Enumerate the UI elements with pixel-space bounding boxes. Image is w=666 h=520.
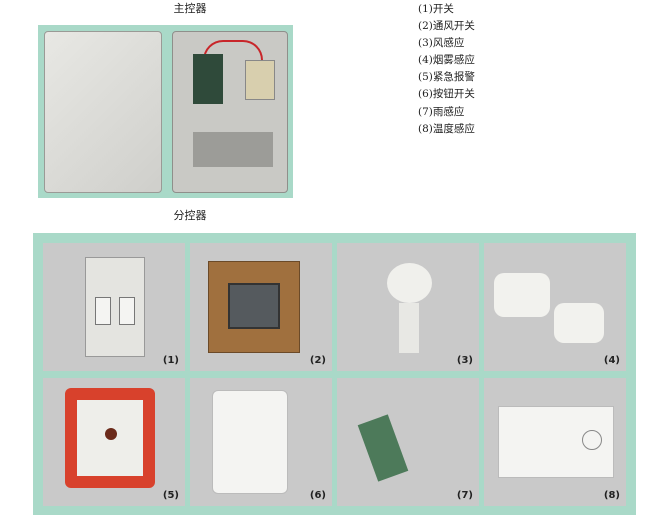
- sub-controller-panel: (1) (2) (3) (4) (5) (6) (7) (8): [33, 233, 636, 515]
- legend-item: (7)雨感应: [418, 105, 465, 118]
- main-controller-caption: 主控器: [173, 2, 207, 15]
- cell-label: (7): [456, 490, 473, 501]
- legend-list: (1)开关 (2)通风开关 (3)风感应 (4)烟雾感应 (5)紧急报警 (6)…: [418, 1, 475, 138]
- cell-label: (8): [603, 490, 620, 501]
- device-emergency-alarm: (5): [43, 378, 185, 506]
- legend-item: (8)温度感应: [418, 122, 475, 135]
- legend-item: (6)按钮开关: [418, 88, 475, 101]
- legend-item: (4)烟雾感应: [418, 54, 475, 67]
- device-switch: (1): [43, 243, 185, 371]
- device-smoke-sensor: (4): [484, 243, 626, 371]
- legend-item: (2)通风开关: [418, 20, 475, 33]
- cell-label: (1): [162, 355, 179, 366]
- sub-controller-caption: 分控器: [173, 209, 207, 222]
- cell-label: (3): [456, 355, 473, 366]
- cell-label: (4): [603, 355, 620, 366]
- cell-label: (2): [309, 355, 326, 366]
- controller-lid: [44, 31, 162, 193]
- device-rain-sensor: (7): [337, 378, 479, 506]
- main-controller-photo: [38, 25, 293, 198]
- controller-open-box: [172, 31, 288, 193]
- device-wind-sensor: (3): [337, 243, 479, 371]
- legend-item: (1)开关: [418, 3, 454, 15]
- device-temperature-sensor: (8): [484, 378, 626, 506]
- cell-label: (6): [309, 490, 326, 501]
- device-ventilation-switch: (2): [190, 243, 332, 371]
- cell-label: (5): [162, 490, 179, 501]
- legend-item: (3)风感应: [418, 37, 465, 50]
- device-button-switch: (6): [190, 378, 332, 506]
- legend-item: (5)紧急报警: [418, 71, 475, 84]
